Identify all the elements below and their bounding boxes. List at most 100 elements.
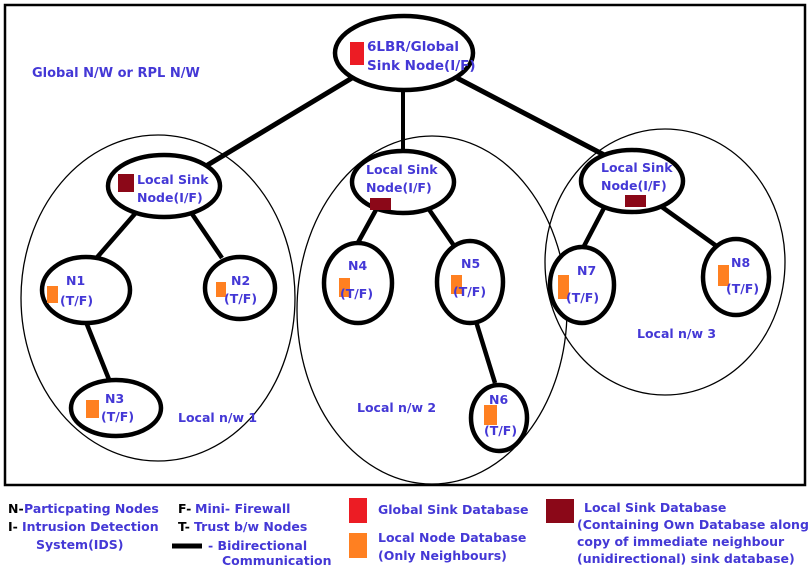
legend-text-global-sink-database: Global Sink Database	[378, 502, 529, 517]
node-n7-name: N7	[577, 263, 596, 278]
global-sink-database-icon	[350, 42, 364, 65]
node-n6-shape[interactable]	[468, 382, 530, 454]
legend-text-trust-bw-nodes: Trust b/w Nodes	[194, 519, 307, 534]
cluster-boundary-local-nw-3	[544, 128, 786, 396]
node-local-sink-2[interactable]: Local Sink Node(I/F)	[349, 148, 457, 216]
node-n4-name: N4	[348, 258, 367, 273]
node-n4[interactable]: N4 (T/F)	[321, 240, 395, 326]
node-n8-name: N8	[731, 255, 750, 270]
node-local-sink-2-label-line2: Node(I/F)	[366, 180, 432, 195]
link-sink1-to-n2	[186, 206, 224, 260]
link-root-to-sink1	[194, 75, 354, 175]
node-n3-name: N3	[105, 391, 124, 406]
legend-text-mini-firewall: Mini- Firewall	[195, 501, 290, 516]
local-node-database-icon	[339, 278, 350, 297]
local-node-database-icon	[47, 286, 58, 303]
node-n5-trust: (T/F)	[453, 284, 486, 299]
node-local-sink-3[interactable]: Local Sink Node(I/F)	[578, 147, 686, 215]
node-n6[interactable]: N6 (T/F)	[468, 382, 530, 454]
local-sink-database-icon	[118, 174, 134, 192]
node-n4-trust: (T/F)	[340, 286, 373, 301]
node-n6-trust: (T/F)	[484, 423, 517, 438]
cluster-boundary-local-nw-1	[20, 134, 296, 462]
local-node-database-icon	[558, 275, 569, 299]
legend-column-databases: Global Sink Database Local Node Database…	[349, 498, 529, 563]
node-n1[interactable]: N1 (T/F)	[39, 254, 133, 326]
legend-text-participating-nodes: Particpating Nodes	[24, 501, 159, 516]
legend-text-ids-system: System(IDS)	[36, 537, 124, 552]
legend-key-n: N-	[8, 501, 24, 516]
legend-column-firewall-trust: F- Mini- Firewall T- Trust b/w Nodes - B…	[172, 501, 332, 568]
node-local-sink-2-label-line1: Local Sink	[366, 162, 438, 177]
legend-text-local-sink-database: Local Sink Database	[584, 500, 726, 515]
legend-text-local-node-database: Local Node Database	[378, 530, 526, 545]
local-node-database-icon	[718, 265, 729, 286]
node-n5[interactable]: N5 (T/F)	[434, 238, 506, 326]
area-label-local-nw-2: Local n/w 2	[357, 400, 436, 415]
node-n3-trust: (T/F)	[101, 409, 134, 424]
link-n1-to-n3	[83, 321, 113, 383]
legend-column-participating-nodes: N- Particpating Nodes I- Intrusion Detec…	[8, 501, 159, 552]
area-label-local-nw-3: Local n/w 3	[637, 326, 716, 341]
node-local-sink-3-label-line1: Local Sink	[601, 160, 673, 175]
node-n5-name: N5	[461, 256, 480, 271]
node-n7-shape[interactable]	[547, 244, 617, 326]
node-local-sink-1-label-line2: Node(I/F)	[137, 190, 203, 205]
node-n1-trust: (T/F)	[60, 293, 93, 308]
node-n7-trust: (T/F)	[566, 290, 599, 305]
local-node-database-icon	[484, 405, 497, 425]
node-global-sink-label-line1: 6LBR/Global	[367, 39, 459, 55]
legend-column-local-sink-database: Local Sink Database (Containing Own Data…	[546, 499, 810, 566]
node-local-sink-1-shape[interactable]	[105, 152, 223, 220]
local-node-database-icon	[86, 400, 99, 418]
node-n3-shape[interactable]	[68, 377, 164, 439]
local-sink-database-icon	[546, 499, 574, 523]
node-n8[interactable]: N8 (T/F)	[700, 236, 772, 318]
legend-text-local-sink-database-detail-1: (Containing Own Database along with	[577, 517, 810, 532]
link-root-to-sink3	[455, 75, 612, 161]
legend-text-bidirectional: - Bidirectional	[208, 538, 307, 553]
node-n2[interactable]: N2 (T/F)	[202, 254, 278, 322]
node-n4-shape[interactable]	[321, 240, 395, 326]
legend-key-t: T-	[178, 519, 190, 534]
legend: N- Particpating Nodes I- Intrusion Detec…	[8, 498, 810, 568]
node-n8-shape[interactable]	[700, 236, 772, 318]
legend-text-only-neighbours: (Only Neighbours)	[378, 548, 507, 563]
node-n1-shape[interactable]	[39, 254, 133, 326]
link-sink3-to-n8	[653, 200, 724, 252]
node-local-sink-1-label-line1: Local Sink	[137, 172, 209, 187]
local-node-database-icon	[451, 275, 462, 294]
global-sink-database-icon	[349, 498, 367, 523]
node-n3[interactable]: N3 (T/F)	[68, 377, 164, 439]
local-sink-database-icon	[370, 198, 391, 210]
node-local-sink-3-shape[interactable]	[578, 147, 686, 215]
node-global-sink[interactable]: 6LBR/Global Sink Node(I/F)	[332, 13, 476, 93]
legend-text-intrusion-detection: Intrusion Detection	[22, 519, 159, 534]
legend-key-f: F-	[178, 501, 191, 516]
node-local-sink-2-shape[interactable]	[349, 148, 457, 216]
node-global-sink-shape[interactable]	[332, 13, 476, 93]
local-sink-database-icon	[625, 195, 646, 207]
node-n1-name: N1	[66, 273, 85, 288]
node-n7[interactable]: N7 (T/F)	[547, 244, 617, 326]
local-node-database-icon	[216, 282, 226, 297]
legend-text-local-sink-database-detail-2: copy of immediate neighbour	[577, 534, 785, 549]
node-local-sink-1[interactable]: Local Sink Node(I/F)	[105, 152, 223, 220]
link-sink1-to-n1	[91, 206, 142, 264]
area-label-local-nw-1: Local n/w 1	[178, 410, 257, 425]
link-sink3-to-n7	[581, 206, 606, 250]
link-sink2-to-n5	[426, 206, 459, 252]
local-node-database-icon	[349, 533, 367, 558]
legend-text-communication: Communication	[222, 553, 332, 568]
node-n6-name: N6	[489, 392, 508, 407]
legend-text-local-sink-database-detail-3: (unidirectional) sink database)	[577, 551, 795, 566]
node-n5-shape[interactable]	[434, 238, 506, 326]
node-global-sink-label-line2: Sink Node(I/F)	[367, 58, 476, 74]
global-area-label: Global N/W or RPL N/W	[32, 66, 200, 81]
node-n2-shape[interactable]	[202, 254, 278, 322]
node-local-sink-3-label-line2: Node(I/F)	[601, 178, 667, 193]
node-n8-trust: (T/F)	[726, 281, 759, 296]
link-n5-to-n6	[471, 314, 498, 384]
